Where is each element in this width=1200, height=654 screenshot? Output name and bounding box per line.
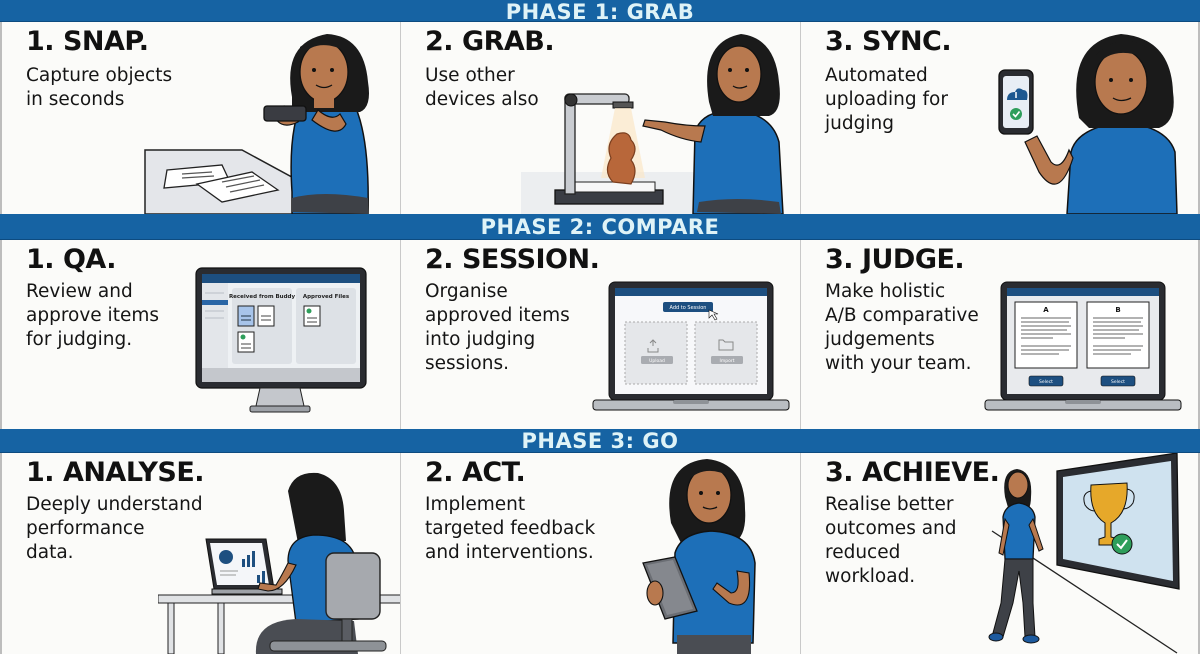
- drop-zone-upload: [624, 321, 688, 385]
- step-title: 1. SNAP.: [26, 26, 149, 57]
- step-title: 3. ACHIEVE.: [825, 457, 1000, 488]
- person-icon: [642, 34, 784, 214]
- cloud-upload-icon: [1007, 88, 1028, 100]
- step-title: 3. JUDGE.: [825, 244, 965, 275]
- step-sync-card: 3. SYNC. Automated uploading for judging: [800, 22, 1200, 214]
- phase-2-banner: PHASE 2: COMPARE: [0, 214, 1200, 240]
- person-at-desk-illustration: [158, 471, 400, 654]
- document-camera-scanning-illustration: [521, 22, 800, 214]
- folder-icon: [718, 339, 734, 351]
- clay-object-icon: [606, 132, 636, 185]
- phase-1-title: PHASE 1: GRAB: [505, 0, 695, 24]
- step-description: Capture objects in seconds: [26, 65, 173, 110]
- svg-text:A: A: [1043, 306, 1049, 314]
- person-icon: [263, 34, 369, 214]
- phone-icon: [263, 105, 307, 122]
- phase-2-title: PHASE 2: COMPARE: [480, 215, 720, 239]
- step-analyse-card: 1. ANALYSE. Deeply understand performanc…: [0, 453, 400, 654]
- step-grab-card: 2. GRAB. Use other devices also: [400, 22, 800, 214]
- phone-sync-illustration: [981, 22, 1198, 214]
- person-icon: [1024, 34, 1178, 214]
- file-icon: [257, 305, 275, 327]
- step-judge-card: 3. JUDGE. Make holistic A/B comparative …: [800, 240, 1200, 429]
- step-session-card: 2. SESSION. Organise approved items into…: [400, 240, 800, 429]
- file-icon: [237, 305, 255, 327]
- check-icon: [1010, 108, 1022, 120]
- step-title: 2. GRAB.: [425, 26, 555, 57]
- documents-icon: [163, 164, 280, 203]
- desktop-monitor-illustration: Received from Buddy Approved Files: [194, 266, 370, 416]
- laptop-ab-judge-illustration: A B: [983, 280, 1183, 416]
- check-icon: [1111, 533, 1133, 555]
- step-title: 1. ANALYSE.: [26, 457, 205, 488]
- step-description: Make holistic A/B comparative judgements…: [825, 281, 979, 374]
- cursor-icon: [708, 309, 719, 321]
- phase-1-banner: PHASE 1: GRAB: [0, 0, 1200, 24]
- step-snap-card: 1. SNAP. Capture objects in seconds: [0, 22, 400, 214]
- step-description: Realise better outcomes and reduced work…: [825, 494, 957, 587]
- pie-chart-icon: [219, 550, 233, 564]
- select-a-button: Select: [1028, 375, 1064, 387]
- add-to-session-button: Add to Session: [663, 302, 713, 312]
- drop-zone-import: [694, 321, 758, 385]
- monitor-stand: [255, 387, 305, 407]
- received-panel-title: Received from Buddy: [229, 294, 296, 300]
- desk: [158, 594, 400, 604]
- step-description: Deeply understand performance data.: [26, 494, 203, 563]
- svg-text:Upload: Upload: [649, 358, 665, 364]
- svg-text:Import: Import: [720, 358, 735, 364]
- phase-3-banner: PHASE 3: GO: [0, 429, 1200, 453]
- phase-1-steps: 1. SNAP. Capture objects in seconds: [0, 22, 1200, 214]
- document-b: B: [1086, 301, 1150, 369]
- laptop-session-illustration: Add to Session Upload Import: [591, 280, 791, 416]
- monitor-sidebar: [202, 283, 228, 368]
- person-walking-icon: [988, 469, 1044, 644]
- document-a: A: [1014, 301, 1078, 369]
- person-photographing-documents-illustration: [142, 22, 400, 214]
- step-title: 1. QA.: [26, 244, 117, 275]
- svg-text:Select: Select: [1111, 379, 1125, 385]
- monitor-titlebar: [202, 274, 360, 283]
- step-title: 3. SYNC.: [825, 26, 952, 57]
- step-title: 2. SESSION.: [425, 244, 600, 275]
- step-description: Automated uploading for judging: [825, 65, 948, 134]
- step-description: Implement targeted feedback and interven…: [425, 494, 596, 563]
- approved-panel-title: Approved Files: [303, 294, 350, 300]
- step-description: Organise approved items into judging ses…: [425, 281, 570, 374]
- office-chair-icon: [269, 552, 387, 652]
- phase-2-steps: 1. QA. Review and approve items for judg…: [0, 240, 1200, 429]
- file-icon: [237, 331, 255, 353]
- smartphone-icon: [998, 69, 1034, 135]
- step-description: Use other devices also: [425, 65, 539, 110]
- svg-text:B: B: [1115, 306, 1120, 314]
- step-act-card: 2. ACT. Implement targeted feedback and …: [400, 453, 800, 654]
- step-description: Review and approve items for judging.: [26, 281, 159, 350]
- phase-3-title: PHASE 3: GO: [521, 429, 679, 453]
- select-b-button: Select: [1100, 375, 1136, 387]
- trophy-screen-illustration: [987, 453, 1198, 654]
- wall-screen-icon: [1056, 453, 1180, 590]
- person-icon: [669, 459, 756, 654]
- upload-icon: [647, 339, 659, 353]
- step-title: 2. ACT.: [425, 457, 526, 488]
- svg-text:Add to Session: Add to Session: [670, 305, 707, 311]
- step-achieve-card: 3. ACHIEVE. Realise better outcomes and …: [800, 453, 1200, 654]
- person-with-tablet-illustration: [633, 453, 773, 654]
- svg-text:Select: Select: [1039, 379, 1053, 385]
- step-qa-card: 1. QA. Review and approve items for judg…: [0, 240, 400, 429]
- approved-file-icon: [303, 305, 321, 327]
- phase-3-steps: 1. ANALYSE. Deeply understand performanc…: [0, 453, 1200, 654]
- laptop-charts-icon: [205, 538, 283, 595]
